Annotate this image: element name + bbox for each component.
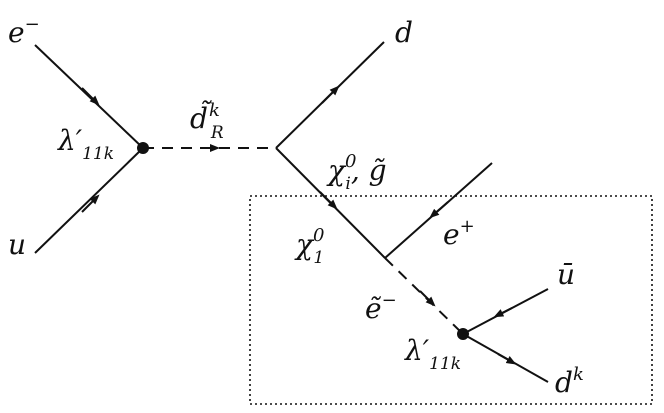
label-dk-quark: dk bbox=[555, 364, 584, 399]
label-coupling-left: λ′11k bbox=[57, 124, 114, 164]
label-coupling-right: λ′11k bbox=[404, 334, 461, 374]
label-down-quark-outgoing: d bbox=[395, 16, 413, 49]
anti-up-quark-arrow bbox=[493, 307, 513, 318]
dk-quark-arrow bbox=[497, 353, 517, 365]
positron-arrow bbox=[429, 201, 449, 219]
label-anti-up-quark: ū bbox=[557, 258, 575, 291]
up-quark-incoming-line bbox=[34, 147, 144, 254]
decay-subprocess-box bbox=[249, 195, 653, 405]
electron-incoming-line bbox=[34, 44, 144, 149]
down-quark-outgoing-arrow bbox=[321, 85, 340, 104]
up-quark-incoming-arrow bbox=[81, 194, 100, 213]
label-electron-incoming: e− bbox=[8, 14, 40, 49]
label-positron: e+ bbox=[443, 216, 475, 251]
neutralino-arrow bbox=[319, 191, 338, 210]
electron-incoming-arrow bbox=[81, 87, 100, 106]
label-up-quark-incoming: u bbox=[8, 228, 26, 261]
selectron-propagator-arrow bbox=[419, 290, 436, 307]
label-selectron: ẽ− bbox=[365, 290, 397, 325]
